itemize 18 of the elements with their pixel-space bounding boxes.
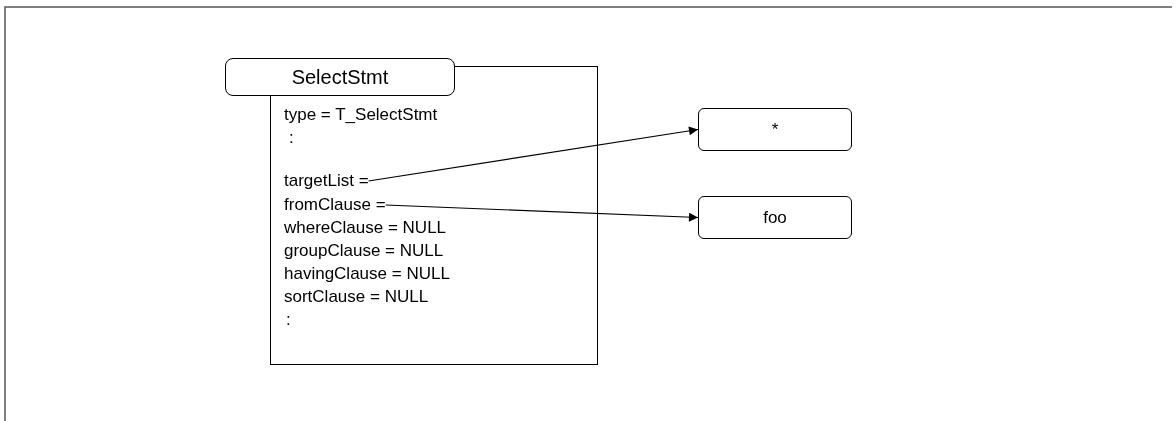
node-label: * — [771, 119, 779, 140]
value-box — [698, 108, 852, 151]
field-text: type = T_SelectStmt — [284, 105, 438, 125]
arrow — [367, 126, 699, 182]
node-label: SelectStmt — [291, 67, 389, 87]
struct-fields-box — [270, 66, 598, 365]
value-box — [698, 196, 852, 239]
field-text: fromClause = — [284, 195, 386, 215]
field-text: : — [289, 128, 294, 148]
field-text: havingClause = NULL — [284, 264, 450, 284]
field-text: targetList = — [284, 171, 369, 191]
struct-name-box — [225, 58, 455, 96]
field-text: : — [286, 310, 291, 330]
field-text: sortClause = NULL — [284, 287, 429, 307]
arrow — [384, 204, 699, 222]
field-text: whereClause = NULL — [284, 218, 447, 238]
field-text: groupClause = NULL — [284, 241, 444, 261]
node-label: foo — [763, 207, 787, 228]
